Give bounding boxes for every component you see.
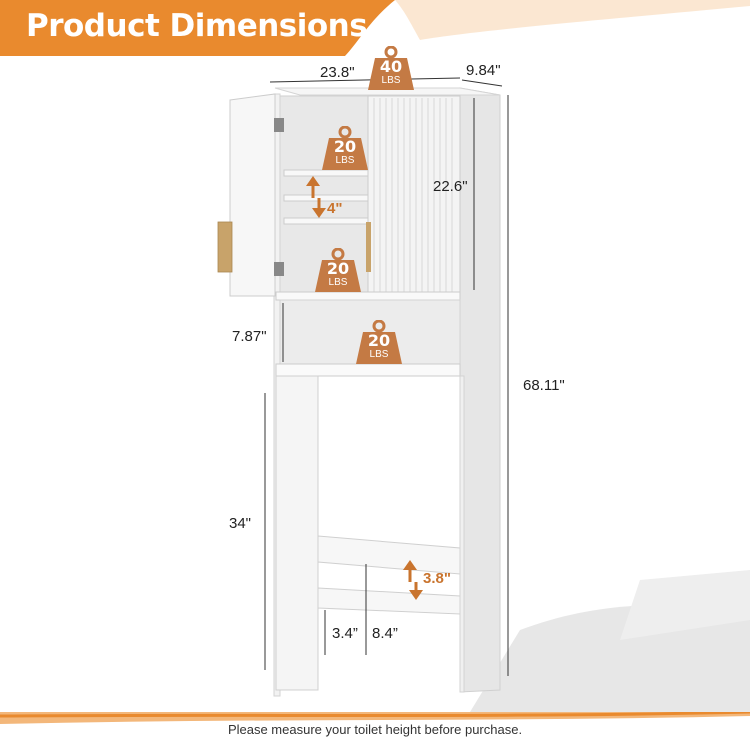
weight-icon-open-shelf: 20 LBS [354,320,404,366]
weight-top-value: 40 [379,57,403,76]
weight-open-shelf-unit: LBS [369,349,389,360]
depth-label: 9.84" [466,62,501,79]
lower-bar-height-label: 3.4” [332,625,358,642]
weight-icon-top: 40 LBS [366,46,416,92]
bar-adjust-label: 3.8" [423,570,451,587]
weight-open-shelf-value: 20 [367,331,391,350]
floor-shadow [470,570,750,712]
shelf-adjust-label: 4" [327,200,343,217]
header-bar: Product Dimensions [0,0,750,56]
footer-bar: Please measure your toilet height before… [0,712,750,750]
weight-shelf-upper-unit: LBS [335,155,355,166]
footer-note: Please measure your toilet height before… [227,722,523,737]
leg-clearance-label: 34" [229,515,252,532]
weight-icon-shelf-upper: 20 LBS [320,126,370,172]
cabinet-height-label: 22.6" [433,178,468,195]
header-swoosh [0,0,750,56]
page-title: Product Dimensions [26,8,368,44]
upper-bar-height-label: 8.4” [372,625,398,642]
total-height-label: 68.11" [523,377,565,394]
weight-icon-shelf-lower: 20 LBS [313,248,363,294]
weight-shelf-upper-value: 20 [333,137,357,156]
open-shelf-height-label: 7.87" [232,328,267,345]
cabinet-drawing [217,77,509,697]
weight-shelf-lower-unit: LBS [328,277,348,288]
width-label: 23.8" [320,64,355,81]
weight-top-unit: LBS [381,75,401,86]
footer-swoosh [0,712,750,724]
weight-shelf-lower-value: 20 [326,259,350,278]
